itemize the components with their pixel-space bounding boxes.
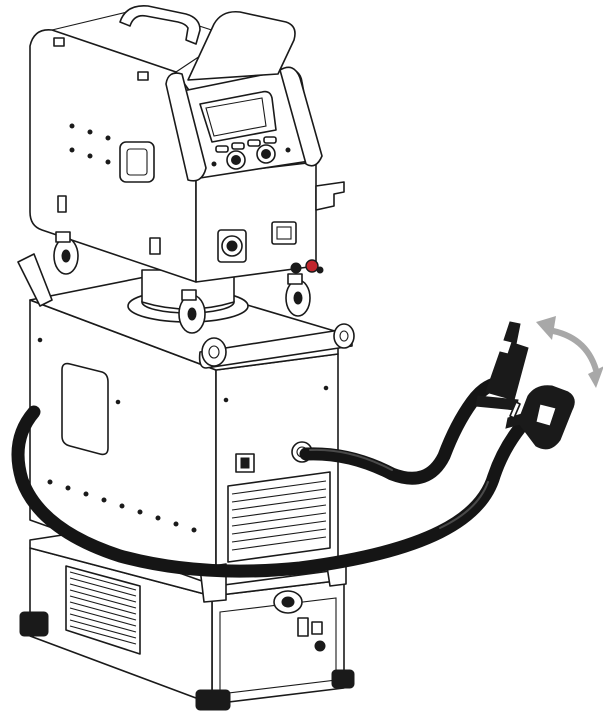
wire-feeder-unit xyxy=(29,5,345,334)
euro-torch-connector xyxy=(217,229,247,263)
cable-set xyxy=(11,377,541,578)
coolant-filler-cap xyxy=(273,590,303,614)
coolant-quick-couplings xyxy=(297,617,326,652)
main-power-switch xyxy=(235,453,255,473)
side-screws xyxy=(37,337,197,533)
panel-buttons xyxy=(215,136,277,153)
lifting-handle xyxy=(198,323,355,369)
castor-feet xyxy=(19,611,355,711)
earth-clamp xyxy=(505,385,575,450)
side-access-panel xyxy=(61,362,109,456)
feeder-side-window xyxy=(119,141,155,183)
front-vent-grille xyxy=(227,471,331,563)
display-screen xyxy=(199,90,277,143)
mma-electrode-holder xyxy=(475,321,529,411)
control-panel xyxy=(165,10,323,182)
side-vent-grille xyxy=(65,565,141,655)
feeder-carry-handle xyxy=(119,5,201,45)
feeder-wheels xyxy=(53,231,311,334)
panel-knobs xyxy=(211,144,291,170)
rotation-arrow-icon xyxy=(536,316,603,388)
power-source-cabinet xyxy=(17,253,355,603)
coolant-connectors xyxy=(290,259,324,274)
